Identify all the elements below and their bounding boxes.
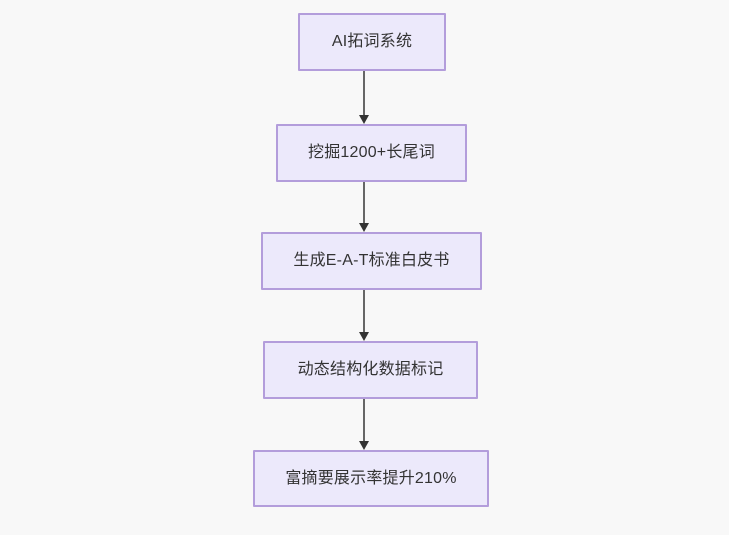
flow-edge-3 (357, 290, 371, 341)
flow-node-4-label: 动态结构化数据标记 (297, 361, 444, 379)
flow-edge-4-stem (363, 399, 365, 443)
flow-node-5[interactable]: 富摘要展示率提升210% (253, 450, 489, 507)
flow-edge-4-arrowhead-icon (359, 441, 369, 450)
flow-node-3-label: 生成E-A-T标准白皮书 (293, 252, 450, 270)
flow-node-1[interactable]: AI拓词系统 (298, 13, 446, 71)
flow-edge-2-stem (363, 182, 365, 225)
flow-edge-1-arrowhead-icon (359, 115, 369, 124)
flow-node-1-label: AI拓词系统 (331, 33, 413, 51)
flow-edge-1 (357, 71, 371, 124)
flow-edge-2 (357, 182, 371, 232)
flow-node-2[interactable]: 挖掘1200+长尾词 (276, 124, 467, 182)
flow-edge-3-stem (363, 290, 365, 334)
flow-node-5-label: 富摘要展示率提升210% (285, 469, 457, 487)
flow-node-3[interactable]: 生成E-A-T标准白皮书 (261, 232, 482, 290)
flow-edge-3-arrowhead-icon (359, 332, 369, 341)
flow-node-4[interactable]: 动态结构化数据标记 (263, 341, 478, 399)
flow-edge-1-stem (363, 71, 365, 117)
flow-edge-4 (357, 399, 371, 450)
flow-node-2-label: 挖掘1200+长尾词 (308, 144, 435, 162)
flow-edge-2-arrowhead-icon (359, 223, 369, 232)
